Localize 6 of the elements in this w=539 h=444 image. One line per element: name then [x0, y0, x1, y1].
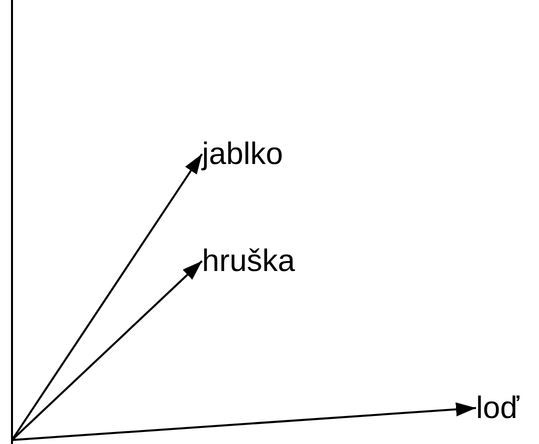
vector-arrow — [11, 260, 203, 441]
word-label: hruška — [202, 243, 296, 279]
vector-arrow — [11, 153, 203, 441]
word-label: loď — [476, 390, 520, 426]
vector-arrow — [12, 402, 476, 441]
word-label: jablko — [202, 136, 283, 172]
